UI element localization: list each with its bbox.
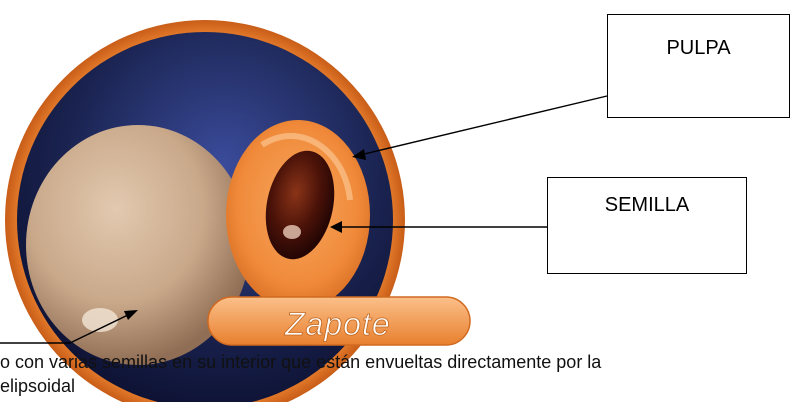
caption-line-2: elipsoidal	[0, 376, 76, 396]
fruit-banner-text: Zapote	[284, 306, 391, 342]
fruit-spot	[82, 308, 118, 332]
whole-fruit	[26, 125, 250, 365]
semilla-pointer-arrow	[330, 221, 547, 233]
semilla-label: SEMILLA	[604, 194, 690, 216]
semilla-label-box: SEMILLA	[547, 177, 747, 274]
pulpa-pointer-arrow	[352, 95, 608, 160]
pulpa-label-box: PULPA	[607, 14, 790, 118]
seed-shine	[283, 225, 301, 239]
skin-pointer-arrow	[0, 310, 138, 344]
fruit-banner	[207, 296, 471, 346]
caption-line-1: o con varias semillas en su interior que…	[0, 352, 602, 372]
pulpa-label: PULPA	[666, 37, 731, 59]
caption-line-2-wrap: elipsoidal	[0, 376, 794, 397]
pulp-highlight	[260, 133, 353, 201]
seed	[265, 150, 335, 260]
